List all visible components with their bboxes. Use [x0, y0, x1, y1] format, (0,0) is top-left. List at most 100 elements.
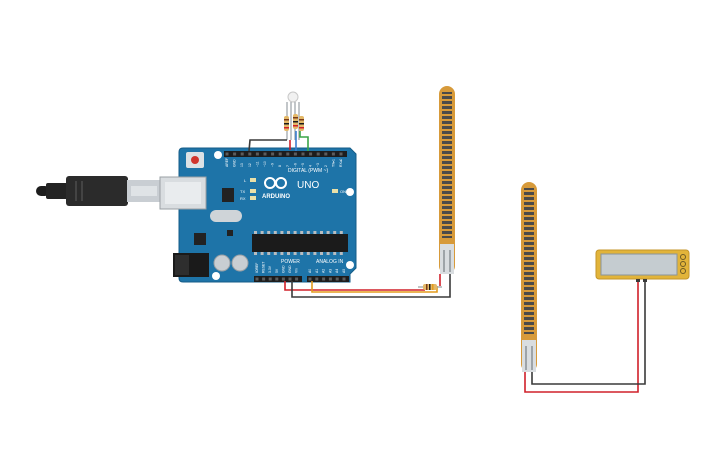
chip-pin [287, 252, 290, 255]
header-hole[interactable] [268, 277, 272, 281]
chip-pin [267, 252, 271, 255]
lcd-pin-marker [680, 268, 686, 274]
chip-pin [267, 231, 271, 234]
header-hole[interactable] [328, 277, 332, 281]
header-hole[interactable] [308, 277, 312, 281]
flex-stripe [442, 124, 452, 126]
mounting-hole [214, 151, 222, 159]
header-hole[interactable] [335, 277, 339, 281]
pin-label: 3.3V [268, 265, 272, 273]
chip-pin [260, 231, 264, 234]
header-hole[interactable] [271, 152, 275, 156]
wire-black-gnd[interactable] [291, 274, 451, 298]
resistor[interactable] [293, 114, 298, 129]
reset-button-cap[interactable] [191, 156, 199, 164]
chip-pin [320, 231, 323, 234]
header-hole[interactable] [295, 277, 299, 281]
header-hole[interactable] [262, 277, 266, 281]
wire-black-led-gnd[interactable] [248, 139, 287, 152]
lcd-display[interactable] [595, 249, 690, 282]
wire-orange-a0[interactable] [311, 281, 438, 293]
header-hole[interactable] [286, 152, 290, 156]
header-hole[interactable] [301, 152, 305, 156]
header-hole[interactable] [342, 277, 346, 281]
flex-stripe [442, 184, 452, 186]
chip-pin [320, 252, 323, 255]
flex-stripe [442, 154, 452, 156]
header-hole[interactable] [322, 277, 326, 281]
analog-header[interactable] [307, 276, 349, 282]
header-hole[interactable] [331, 152, 335, 156]
header-hole[interactable] [309, 152, 313, 156]
header-hole[interactable] [293, 152, 297, 156]
pin-label: 4 [309, 165, 313, 167]
header-hole[interactable] [255, 152, 259, 156]
wire-red-5v[interactable] [284, 281, 425, 291]
rgb-led[interactable] [287, 91, 299, 103]
resistor[interactable] [284, 116, 289, 131]
pin-label: RESET [262, 262, 266, 273]
header-hole[interactable] [248, 152, 252, 156]
flex-stripe [524, 320, 534, 322]
usb-cable[interactable] [36, 176, 161, 206]
header-hole[interactable] [275, 277, 279, 281]
header-hole[interactable] [233, 152, 237, 156]
header-hole[interactable] [255, 277, 259, 281]
wire-green-led[interactable] [299, 131, 309, 151]
chip-pin [306, 231, 310, 234]
capacitor [213, 254, 231, 272]
pin-label: GND [281, 265, 285, 273]
wire-red-display[interactable] [524, 280, 639, 393]
pin-label: 8 [278, 165, 282, 167]
header-hole[interactable] [281, 277, 285, 281]
digital-header[interactable] [224, 151, 347, 157]
lcd-pin-marker [680, 261, 686, 267]
flex-sensor-2[interactable] [521, 182, 537, 372]
crystal-oscillator [210, 210, 242, 222]
wires[interactable] [248, 131, 646, 393]
chip-pin [333, 252, 337, 255]
flex-stripe [442, 194, 452, 196]
pin-label: ~11 [255, 161, 259, 167]
rgb-led-assembly[interactable] [284, 91, 304, 140]
header-hole[interactable] [278, 152, 282, 156]
flex-stripe [442, 199, 452, 201]
pin-label: IOREF [255, 263, 259, 273]
header-hole[interactable] [225, 152, 229, 156]
flex-stripe [524, 265, 534, 267]
arduino-logo: ARDUINO [262, 177, 290, 200]
pull-down-resistor[interactable] [418, 284, 442, 290]
chip-pin [313, 231, 317, 234]
flex-stripe [442, 139, 452, 141]
resistor[interactable] [299, 116, 304, 131]
header-hole[interactable] [263, 152, 267, 156]
wire-black-display[interactable] [531, 280, 646, 385]
header-hole[interactable] [316, 152, 320, 156]
header-hole[interactable] [288, 277, 292, 281]
flex-stripe [524, 250, 534, 252]
l-led [250, 178, 256, 182]
chip-pin [306, 252, 310, 255]
digital-header-label: DIGITAL (PWM ~) [288, 168, 328, 174]
header-hole[interactable] [315, 277, 319, 281]
flex-stripe [524, 200, 534, 202]
flex-stripe [524, 315, 534, 317]
pin-label: ~10 [263, 161, 267, 167]
flex-stripe [524, 225, 534, 227]
pin-label: 13 [240, 163, 244, 167]
flex-stripe [442, 174, 452, 176]
header-hole[interactable] [339, 152, 343, 156]
usb-cable-boot [46, 183, 68, 199]
header-hole[interactable] [240, 152, 244, 156]
flex-stripe [524, 210, 534, 212]
lcd-pin-marker [680, 254, 686, 260]
header-hole[interactable] [324, 152, 328, 156]
lcd-screen [600, 253, 678, 276]
flex-stripe [442, 104, 452, 106]
flex-sensor-1[interactable] [439, 86, 455, 274]
pin-label: ~9 [271, 163, 275, 167]
flex-stripe [442, 224, 452, 226]
flex-stripe [524, 325, 534, 327]
